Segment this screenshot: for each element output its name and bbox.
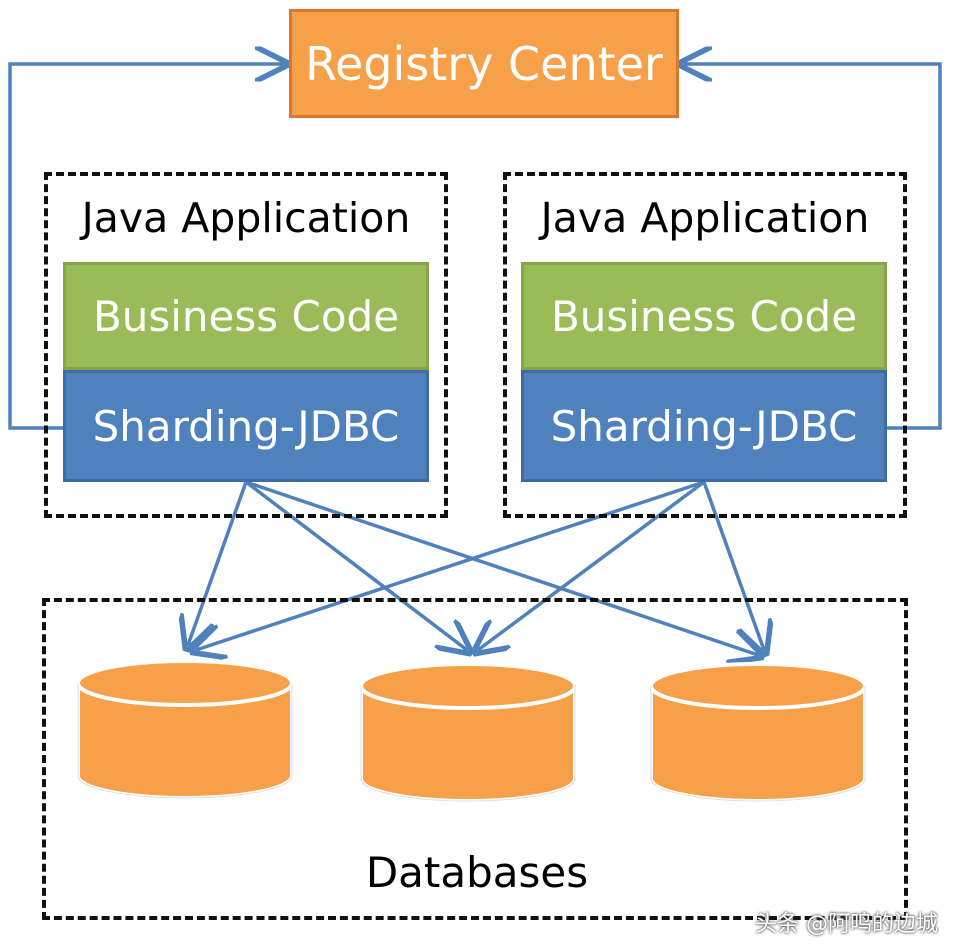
sharding-jdbc-left: Sharding-JDBC [63,370,429,482]
left-to-db2-arrow [244,480,467,650]
left-registry-arrow [8,64,283,430]
databases-group [42,598,908,920]
registry-center-box: Registry Center [289,9,679,118]
java-application-left: Java Application [44,172,448,518]
business-code-left: Business Code [63,262,429,370]
registry-center-label: Registry Center [305,36,663,91]
business-code-right: Business Code [521,262,887,370]
business-code-label: Business Code [92,291,400,341]
left-to-db1-arrow [188,481,248,645]
right-to-db2-arrow [478,480,706,650]
right-to-db1-arrow [196,480,705,650]
right-registry-arrow [684,64,942,430]
left-to-db3-arrow [245,480,758,655]
watermark: 头条 @阿鸣的边城 [755,912,938,937]
right-to-db3-arrow [702,481,764,650]
business-code-label: Business Code [550,291,858,341]
database-icon-3 [649,662,867,803]
sharding-jdbc-label: Sharding-JDBC [92,401,400,451]
sharding-jdbc-right: Sharding-JDBC [521,370,887,482]
java-application-title: Java Application [81,194,411,242]
java-application-title: Java Application [540,194,870,242]
databases-label: Databases [365,848,589,897]
database-icon-1 [76,659,294,800]
sharding-jdbc-label: Sharding-JDBC [550,401,858,451]
java-application-right: Java Application [503,172,907,518]
database-icon-2 [359,662,577,803]
